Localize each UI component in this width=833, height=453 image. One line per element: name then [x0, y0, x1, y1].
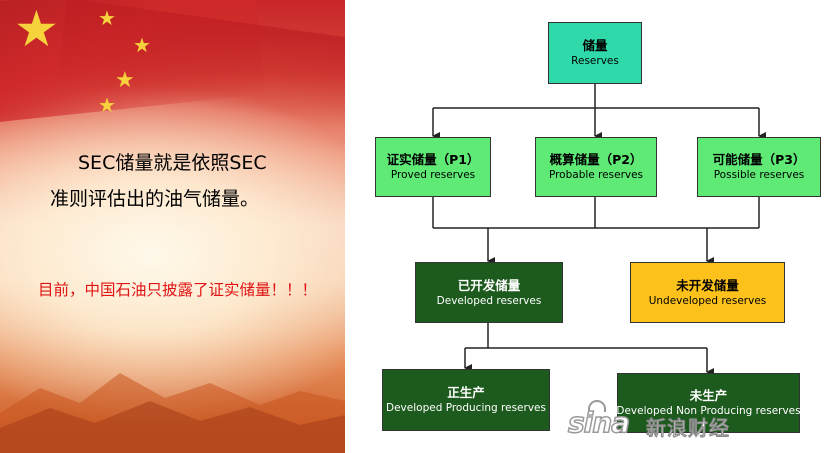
node-producing-en: Developed Producing reserves [386, 402, 546, 414]
disclosure-note: 目前，中国石油只披露了证实储量！！！ [38, 281, 318, 299]
watermark-text: 新浪财经 [645, 415, 730, 440]
node-non-producing-en: Developed Non Producing reserves [616, 405, 801, 417]
node-possible-en: Possible reserves [713, 169, 805, 181]
sina-eye-icon [588, 400, 606, 412]
node-developed-en: Developed reserves [436, 294, 542, 307]
node-proved-zh: 证实储量（P1） [386, 152, 480, 167]
flag-star-icon-large: ★ [14, 0, 59, 58]
mountain-silhouette [0, 373, 345, 453]
sec-definition-line-1: SEC储量就是依照SEC [78, 152, 267, 174]
flag-star-icon: ★ [115, 68, 135, 93]
node-probable-en: Probable reserves [548, 169, 644, 181]
connector-lines [432, 84, 766, 376]
node-undeveloped-zh: 未开发储量 [676, 277, 739, 293]
node-producing-zh: 正生产 [447, 385, 485, 400]
flag-star-icon: ★ [98, 6, 116, 30]
sina-finance-watermark: sina 新浪财经 [567, 400, 833, 448]
node-developed: 已开发储量 Developed reserves [415, 262, 563, 323]
node-producing: 正生产 Developed Producing reserves [382, 369, 550, 431]
node-developed-zh: 已开发储量 [457, 277, 521, 293]
node-reserves-en: Reserves [571, 55, 619, 67]
node-non-producing-zh: 未生产 [689, 388, 728, 403]
node-undeveloped: 未开发储量 Undeveloped reserves [630, 262, 785, 323]
node-possible-zh: 可能储量（P3） [712, 152, 806, 167]
node-probable: 概算储量（P2） Probable reserves [535, 137, 657, 197]
sina-logo: sina [567, 405, 631, 440]
reserves-classification-diagram: 储量 Reserves 证实储量（P1） Proved reserves 概算储… [345, 0, 833, 453]
node-probable-zh: 概算储量（P2） [549, 152, 643, 167]
node-reserves: 储量 Reserves [548, 22, 642, 84]
sec-definition-line-2: 准则评估出的油气储量。 [50, 188, 260, 210]
node-possible: 可能储量（P3） Possible reserves [697, 137, 821, 197]
node-reserves-zh: 储量 [582, 38, 608, 53]
flag-star-icon: ★ [133, 33, 151, 57]
node-undeveloped-en: Undeveloped reserves [648, 294, 767, 307]
node-proved: 证实储量（P1） Proved reserves [375, 137, 491, 197]
node-proved-en: Proved reserves [390, 169, 476, 181]
left-panel: ★ ★ ★ ★ ★ SEC储量就是依照SEC 准则评估出的油气储量。 目前，中国… [0, 0, 345, 453]
flag-star-icon: ★ [98, 93, 116, 117]
node-non-producing: 未生产 Developed Non Producing reserves [616, 373, 801, 433]
